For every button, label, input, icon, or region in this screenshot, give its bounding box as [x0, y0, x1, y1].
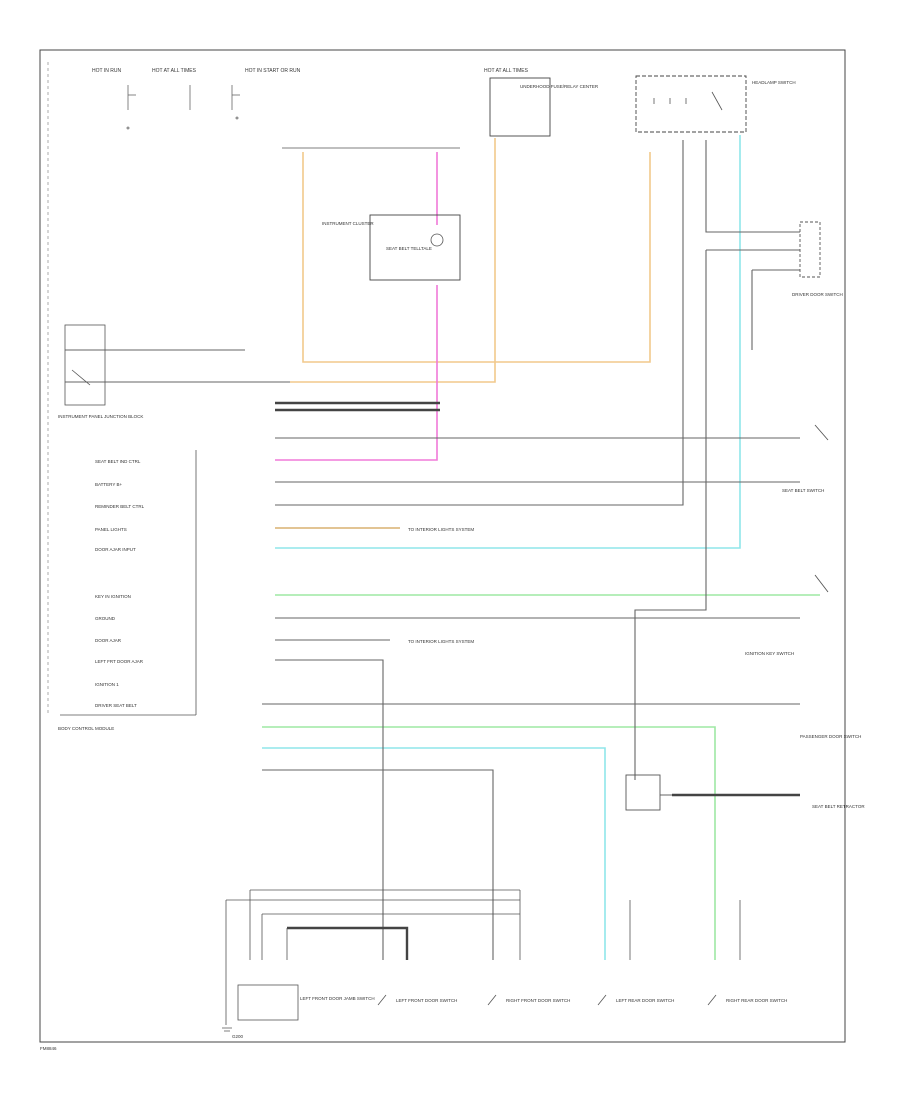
wires-black-thick	[275, 401, 800, 960]
pin-label-6: KEY IN IGNITION	[95, 594, 131, 599]
label-underhood-box: UNDERHOOD FUSE/RELAY CENTER	[520, 84, 599, 89]
label-door-4: LEFT REAR DOOR SWITCH	[616, 998, 674, 1003]
pin-label-9: LEFT FRT DOOR AJAR	[95, 659, 144, 664]
label-door-2: LEFT FRONT DOOR SWITCH	[396, 998, 457, 1003]
underhood-fuse-box	[489, 77, 551, 137]
pin-label-5: DOOR AJAR INPUT	[95, 547, 136, 552]
label-door-3: RIGHT FRONT DOOR SWITCH	[506, 998, 570, 1003]
label-lamp: SEAT BELT TELLTALE	[386, 246, 432, 251]
wire-cyan-2	[262, 747, 606, 960]
label-lamp-box: INSTRUMENT CLUSTER	[322, 221, 374, 226]
wire-pink-lower	[275, 285, 438, 461]
door-switch-group	[222, 889, 741, 1032]
pin-label-2: BATTERY B+	[95, 482, 123, 487]
wire-orange-branch	[290, 138, 496, 383]
label-ground-ref: G200	[232, 1034, 244, 1039]
wire-green-2	[262, 726, 716, 960]
top-fuse-symbols	[126, 85, 240, 130]
label-module-left: BODY CONTROL MODULE	[58, 726, 114, 731]
label-top-fuse-2: HOT AT ALL TIMES	[152, 68, 197, 74]
label-connector-left: INSTRUMENT PANEL JUNCTION BLOCK	[58, 414, 143, 419]
wire-orange-loop	[302, 152, 651, 363]
pin-label-1: SEAT BELT IND CTRL	[95, 459, 141, 464]
wire-tag-2: TO INTERIOR LIGHTS SYSTEM	[408, 639, 474, 644]
pin-label-11: DRIVER SEAT BELT	[95, 703, 137, 708]
seat-belt-lamp-bulb	[430, 233, 444, 247]
seat-belt-lamp-box	[369, 214, 461, 281]
wire-tag-1: TO INTERIOR LIGHTS SYSTEM	[408, 527, 474, 532]
label-passenger-door: PASSENGER DOOR SWITCH	[800, 734, 861, 739]
wire-cyan	[275, 135, 741, 549]
diagram-frame	[39, 49, 846, 1043]
pin-label-7: GROUND	[95, 616, 116, 621]
body-control-module	[60, 450, 197, 716]
label-door-5: RIGHT REAR DOOR SWITCH	[726, 998, 787, 1003]
label-driver-door-switch: DRIVER DOOR SWITCH	[792, 292, 843, 297]
headlamp-switch-box	[635, 75, 747, 133]
pin-label-3: REMINDER BELT CTRL	[95, 504, 145, 509]
label-top-fuse-4: HOT AT ALL TIMES	[484, 68, 529, 74]
pin-label-8: DOOR AJAR	[95, 638, 122, 643]
label-top-fuse-3: HOT IN START OR RUN	[245, 68, 301, 74]
label-top-fuse-1: HOT IN RUN	[92, 68, 121, 74]
label-footer: FM8846	[40, 1046, 57, 1051]
label-key-switch: IGNITION KEY SWITCH	[745, 651, 794, 656]
wires-black	[65, 140, 800, 960]
label-door-1: LEFT FRONT DOOR JAMB SWITCH	[300, 996, 375, 1001]
left-connector-block	[64, 324, 106, 406]
pin-label-10: IGNITION 1	[95, 682, 119, 687]
label-switch-box: HEADLAMP SWITCH	[752, 80, 796, 85]
right-switches	[625, 221, 829, 811]
headlamp-switch-contacts	[653, 91, 723, 111]
label-seat-belt-switch: SEAT BELT SWITCH	[782, 488, 824, 493]
label-seat-module: SEAT BELT RETRACTOR	[812, 804, 865, 809]
pin-label-4: PANEL LIGHTS	[95, 527, 127, 532]
